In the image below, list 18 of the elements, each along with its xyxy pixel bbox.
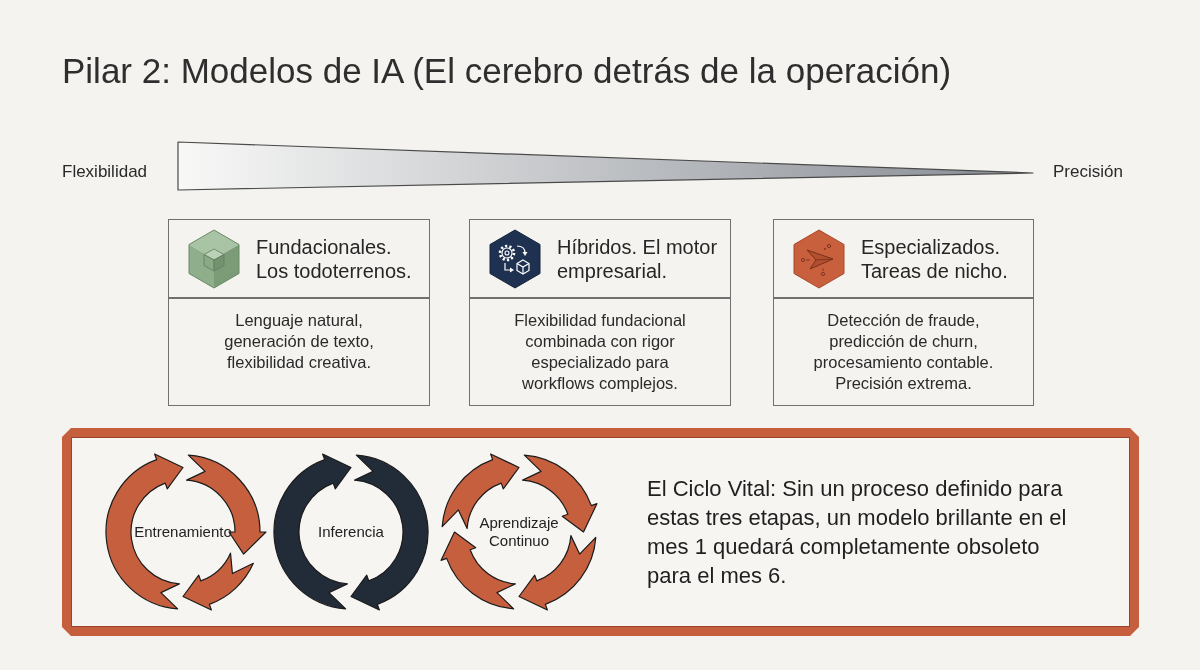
stage-label: Inferencia bbox=[318, 523, 384, 541]
model-card bbox=[773, 219, 1034, 406]
card-description: Lenguaje natural, generación de texto, flexibilidad creativa. bbox=[223, 310, 375, 373]
card-description: Detección de fraude, predicción de churn, procesamiento contable. Precisión extrema. bbox=[812, 310, 995, 394]
card-heading: Híbridos. El motor empresarial. bbox=[557, 234, 719, 283]
page-title: Pilar 2: Modelos de IA (El cerebro detrás de la operación) bbox=[62, 50, 952, 92]
scale-label: Flexibilidad bbox=[62, 162, 148, 182]
stage-label: Aprendizaje Continuo bbox=[478, 514, 560, 550]
panel-text: El Ciclo Vital: Sin un proceso definido para estas tres etapas, un modelo brillante en el mes 1 quedará completamente obsoleto para el mes 6. bbox=[647, 475, 1068, 590]
card-heading: Especializados. Tareas de nicho. bbox=[861, 234, 1009, 283]
stage-label: Entrenamiento bbox=[134, 523, 232, 541]
model-card bbox=[469, 219, 731, 406]
card-heading: Fundacionales. Los todoterrenos. bbox=[256, 234, 413, 283]
card-description: Flexibilidad fundacional combinada con rigor especializado para workflows complejos. bbox=[513, 310, 687, 394]
lifecycle-panel bbox=[62, 428, 1139, 636]
gradient-wedge bbox=[177, 141, 1034, 191]
model-card bbox=[168, 219, 430, 406]
scale-label: Precisión bbox=[1053, 162, 1123, 182]
